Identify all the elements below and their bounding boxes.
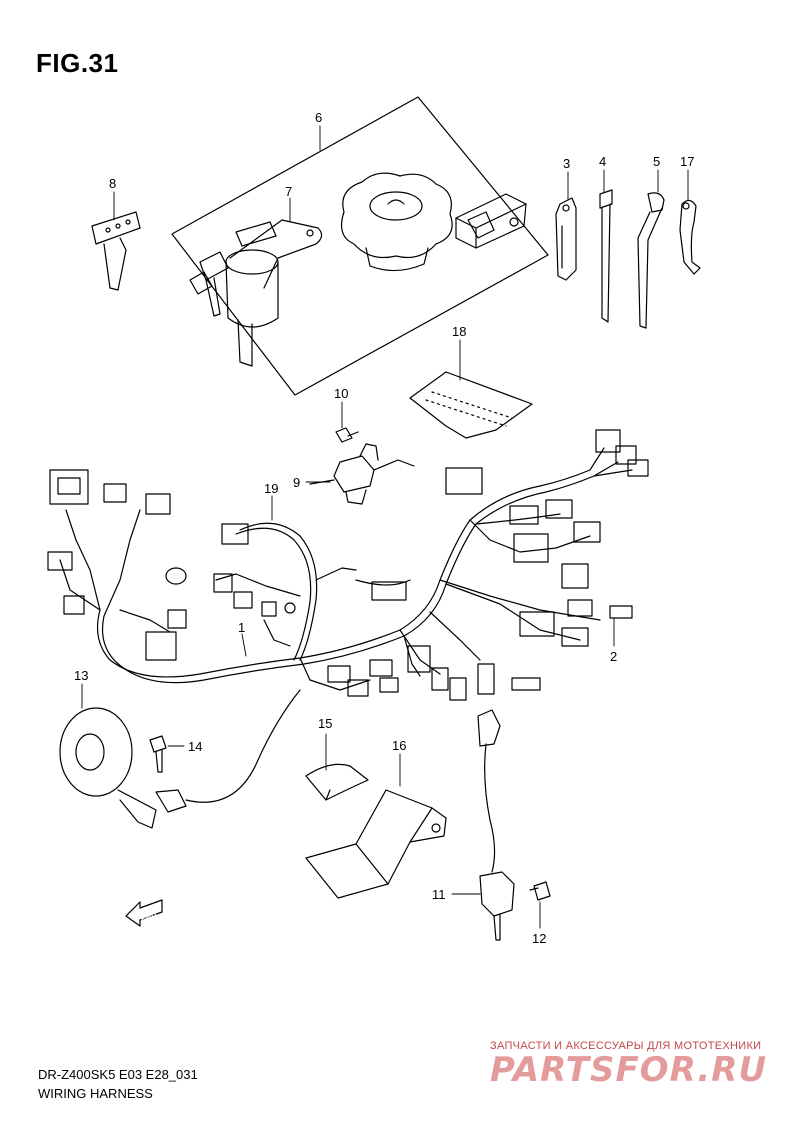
bolt-part-12 <box>529 881 551 901</box>
cover-part <box>305 763 369 801</box>
callout-12: 12 <box>532 931 546 946</box>
bolt-part-14 <box>149 735 167 773</box>
callout-labels: 6 7 8 3 4 5 17 18 10 9 19 1 2 13 14 15 1… <box>74 110 694 946</box>
section-name: WIRING HARNESS <box>38 1086 153 1101</box>
callout-1: 1 <box>238 620 245 635</box>
sensor-part-11 <box>477 709 515 941</box>
callout-3: 3 <box>563 156 570 171</box>
ignition-switch <box>189 219 323 367</box>
watermark-logo: PARTSFOR.RU <box>490 1050 768 1090</box>
callout-2: 2 <box>610 649 617 664</box>
callout-13: 13 <box>74 668 88 683</box>
figure-title: FIG.31 <box>36 48 119 78</box>
fwd-label: FWD <box>140 911 157 923</box>
callout-17: 17 <box>680 154 694 169</box>
fwd-arrow-icon <box>125 899 163 927</box>
sheet-part <box>409 371 533 439</box>
bracket-part <box>305 789 447 899</box>
seat-lock <box>455 193 527 249</box>
callout-4: 4 <box>599 154 606 169</box>
callout-18: 18 <box>452 324 466 339</box>
connector-group <box>47 429 649 701</box>
callout-11: 11 <box>432 887 446 902</box>
callout-9: 9 <box>293 475 300 490</box>
callout-6: 6 <box>315 110 322 125</box>
leader-lines <box>81 125 689 929</box>
screw-part-10 <box>335 427 359 443</box>
ignition-kit-box <box>171 96 549 396</box>
watermark-tagline: ЗАПЧАСТИ И АКСЕССУАРЫ ДЛЯ МОТОТЕХНИКИ <box>490 1040 762 1052</box>
wiring-harness <box>59 447 633 691</box>
horn-part <box>59 689 301 829</box>
callout-15: 15 <box>318 716 332 731</box>
callout-14: 14 <box>188 739 202 754</box>
sensor-part <box>309 443 415 505</box>
clamp-part-17 <box>679 199 701 275</box>
cable-tie-5 <box>637 192 665 329</box>
callout-8: 8 <box>109 176 116 191</box>
key-part <box>91 211 141 291</box>
callout-19: 19 <box>264 481 278 496</box>
cable-tie-4 <box>599 189 613 323</box>
callout-10: 10 <box>334 386 348 401</box>
callout-5: 5 <box>653 154 660 169</box>
clamp-part <box>555 197 577 281</box>
callout-16: 16 <box>392 738 406 753</box>
sub-harness <box>215 522 411 661</box>
fuel-cap <box>341 172 453 272</box>
model-code: DR-Z400SK5 E03 E28_031 <box>38 1067 198 1082</box>
callout-7: 7 <box>285 184 292 199</box>
